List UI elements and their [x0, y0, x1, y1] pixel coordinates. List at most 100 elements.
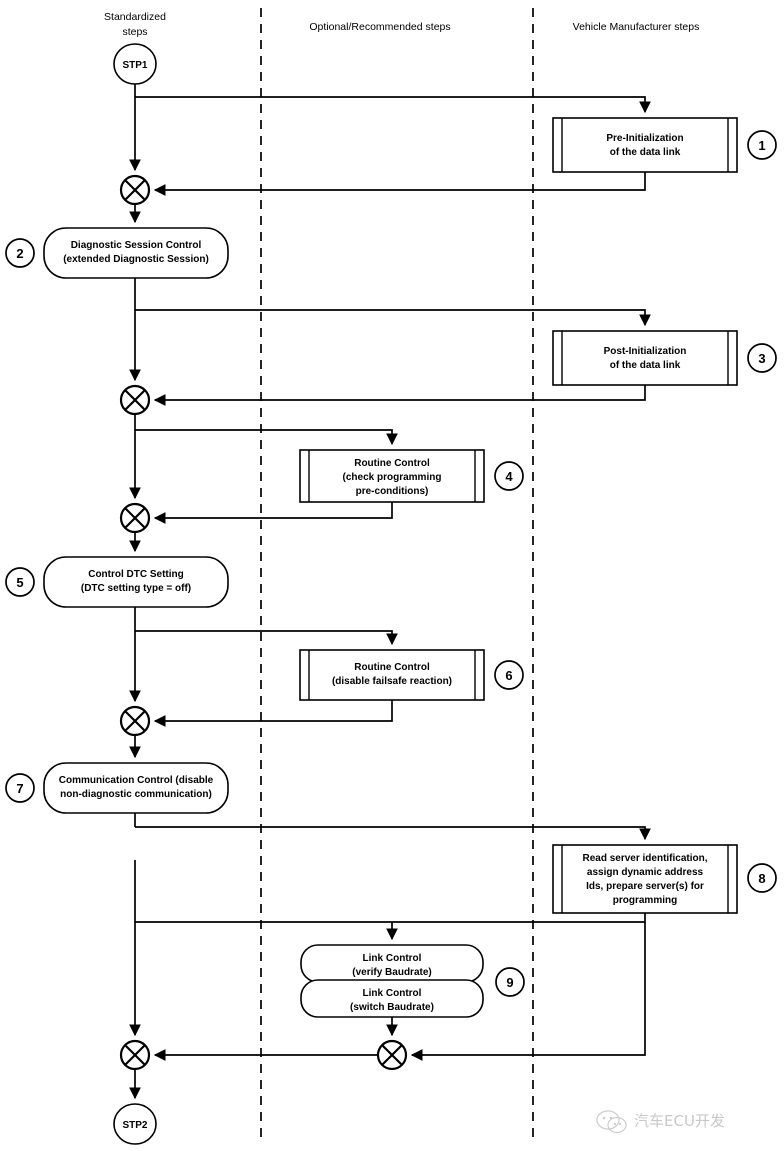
step-5-number-badge: 5 [5, 567, 35, 597]
step-8-box [552, 844, 738, 914]
step-7-node[interactable]: Communication Control (disable non-diagn… [43, 762, 229, 814]
lane-header-standardized-line1: Standardized [104, 11, 166, 23]
step-4-node[interactable]: Routine Control (check programming pre-c… [299, 449, 485, 503]
step-1-number-circle [747, 130, 777, 160]
step-9-box-switch [300, 979, 484, 1018]
step-9-verify-label-line-2: (verify Baudrate) [352, 967, 431, 978]
step-2-box [43, 227, 229, 279]
step-8-label-line-1: Read server identification, [582, 853, 707, 864]
junction-5 [119, 1039, 151, 1071]
step-7-box [43, 762, 229, 814]
flow-right-return-to-junction6 [410, 922, 646, 1061]
step-3-number-circle [747, 343, 777, 373]
start-ellipse [113, 43, 157, 85]
flow-step3-return [153, 385, 646, 406]
end-label: STP2 [122, 1120, 147, 1131]
step-2-number: 2 [16, 246, 23, 261]
wechat-icon [596, 1110, 627, 1134]
step-4-number-circle [494, 461, 524, 491]
step-9-number-circle [495, 967, 525, 997]
step-5-number: 5 [16, 575, 23, 590]
step-4-label-line-3: pre-conditions) [356, 486, 429, 497]
step-9-verify-label-line-1: Link Control [363, 953, 422, 964]
flow-step8-return [135, 913, 646, 923]
watermark: 汽车ECU开发 [596, 1110, 725, 1134]
step-9-switch-label-line-2: (switch Baudrate) [350, 1002, 434, 1013]
step-8-label-line-4: programming [613, 895, 677, 906]
step-5-number-circle [5, 567, 35, 597]
step-5-label-line-2: (DTC setting type = off) [81, 583, 191, 594]
step-8-label-line-3: Ids, prepare server(s) for [586, 881, 704, 892]
terminator-end: STP2 [113, 1103, 157, 1145]
step-9-switch-label-line-1: Link Control [363, 988, 422, 999]
step-7-label-line-2: non-diagnostic communication) [60, 789, 212, 800]
step-9-number: 9 [506, 975, 513, 990]
step-2-number-badge: 2 [5, 238, 35, 268]
step-4-box [299, 449, 485, 503]
step-7-number-badge: 7 [5, 773, 35, 803]
flow-to-step6 [135, 630, 398, 646]
step-6-label-line-1: Routine Control [354, 662, 430, 673]
step-1-box [552, 117, 738, 173]
step-4-label-line-1: Routine Control [354, 458, 430, 469]
end-ellipse [113, 1103, 157, 1145]
step-7-number: 7 [16, 781, 23, 796]
flow-step4-return [153, 502, 393, 524]
junction-1 [119, 174, 151, 206]
start-label: STP1 [122, 60, 147, 71]
step-3-label-line-1: Post-Initialization [604, 346, 687, 357]
step-4-number: 4 [505, 469, 513, 484]
step-6-number: 6 [505, 668, 512, 683]
step-7-label-line-1: Communication Control (disable [59, 775, 214, 786]
step-8-node[interactable]: Read server identification, assign dynam… [552, 844, 738, 914]
step-2-label-line-1: Diagnostic Session Control [71, 240, 202, 251]
step-5-box [43, 556, 229, 608]
junction-4 [119, 705, 151, 737]
step-1-label-line-2: of the data link [610, 147, 681, 158]
lane-header-oem: Vehicle Manufacturer steps [573, 21, 700, 33]
flow-connectors [129, 84, 651, 1100]
lane-headers: Standardized steps Optional/Recommended … [104, 11, 699, 38]
junction-3 [119, 502, 151, 534]
step-3-number-badge: 3 [747, 343, 777, 373]
step-6-box [299, 649, 485, 701]
flow-step6-return [153, 700, 393, 727]
flow-to-step4 [135, 429, 398, 446]
step-3-node[interactable]: Post-Initialization of the data link [552, 330, 738, 386]
step-2-node[interactable]: Diagnostic Session Control (extended Dia… [43, 227, 229, 279]
step-9-node[interactable]: Link Control (verify Baudrate) Link Cont… [300, 944, 484, 1018]
flow-to-step8 [135, 826, 651, 841]
step-6-label-line-2: (disable failsafe reaction) [332, 676, 452, 687]
step-5-label-line-1: Control DTC Setting [88, 569, 184, 580]
step-1-label-line-1: Pre-Initialization [606, 133, 683, 144]
junction-2 [119, 384, 151, 416]
junction-6 [376, 1039, 408, 1071]
step-1-number: 1 [758, 138, 765, 153]
step-1-node[interactable]: Pre-Initialization of the data link [552, 117, 738, 173]
step-2-number-circle [5, 238, 35, 268]
lane-header-optional: Optional/Recommended steps [309, 21, 450, 33]
step-7-number-circle [5, 773, 35, 803]
step-6-number-circle [494, 660, 524, 690]
step-4-number-badge: 4 [494, 461, 524, 491]
watermark-label: 汽车ECU开发 [634, 1112, 725, 1130]
terminator-start: STP1 [113, 43, 157, 85]
flow-to-step1 [135, 96, 651, 114]
step-8-number-circle [747, 863, 777, 893]
step-5-node[interactable]: Control DTC Setting (DTC setting type = … [43, 556, 229, 608]
step-6-node[interactable]: Routine Control (disable failsafe reacti… [299, 649, 485, 701]
step-8-label-line-2: assign dynamic address [587, 867, 704, 878]
lane-dividers [260, 8, 534, 1143]
step-9-number-badge: 9 [495, 967, 525, 997]
step-6-number-badge: 6 [494, 660, 524, 690]
step-1-number-badge: 1 [747, 130, 777, 160]
step-8-number: 8 [758, 871, 765, 886]
step-3-number: 3 [758, 351, 765, 366]
step-8-number-badge: 8 [747, 863, 777, 893]
flow-to-step3 [135, 309, 651, 327]
step-3-label-line-2: of the data link [610, 360, 681, 371]
flow-step1-return [153, 172, 646, 196]
lane-header-standardized-line2: steps [122, 26, 147, 38]
